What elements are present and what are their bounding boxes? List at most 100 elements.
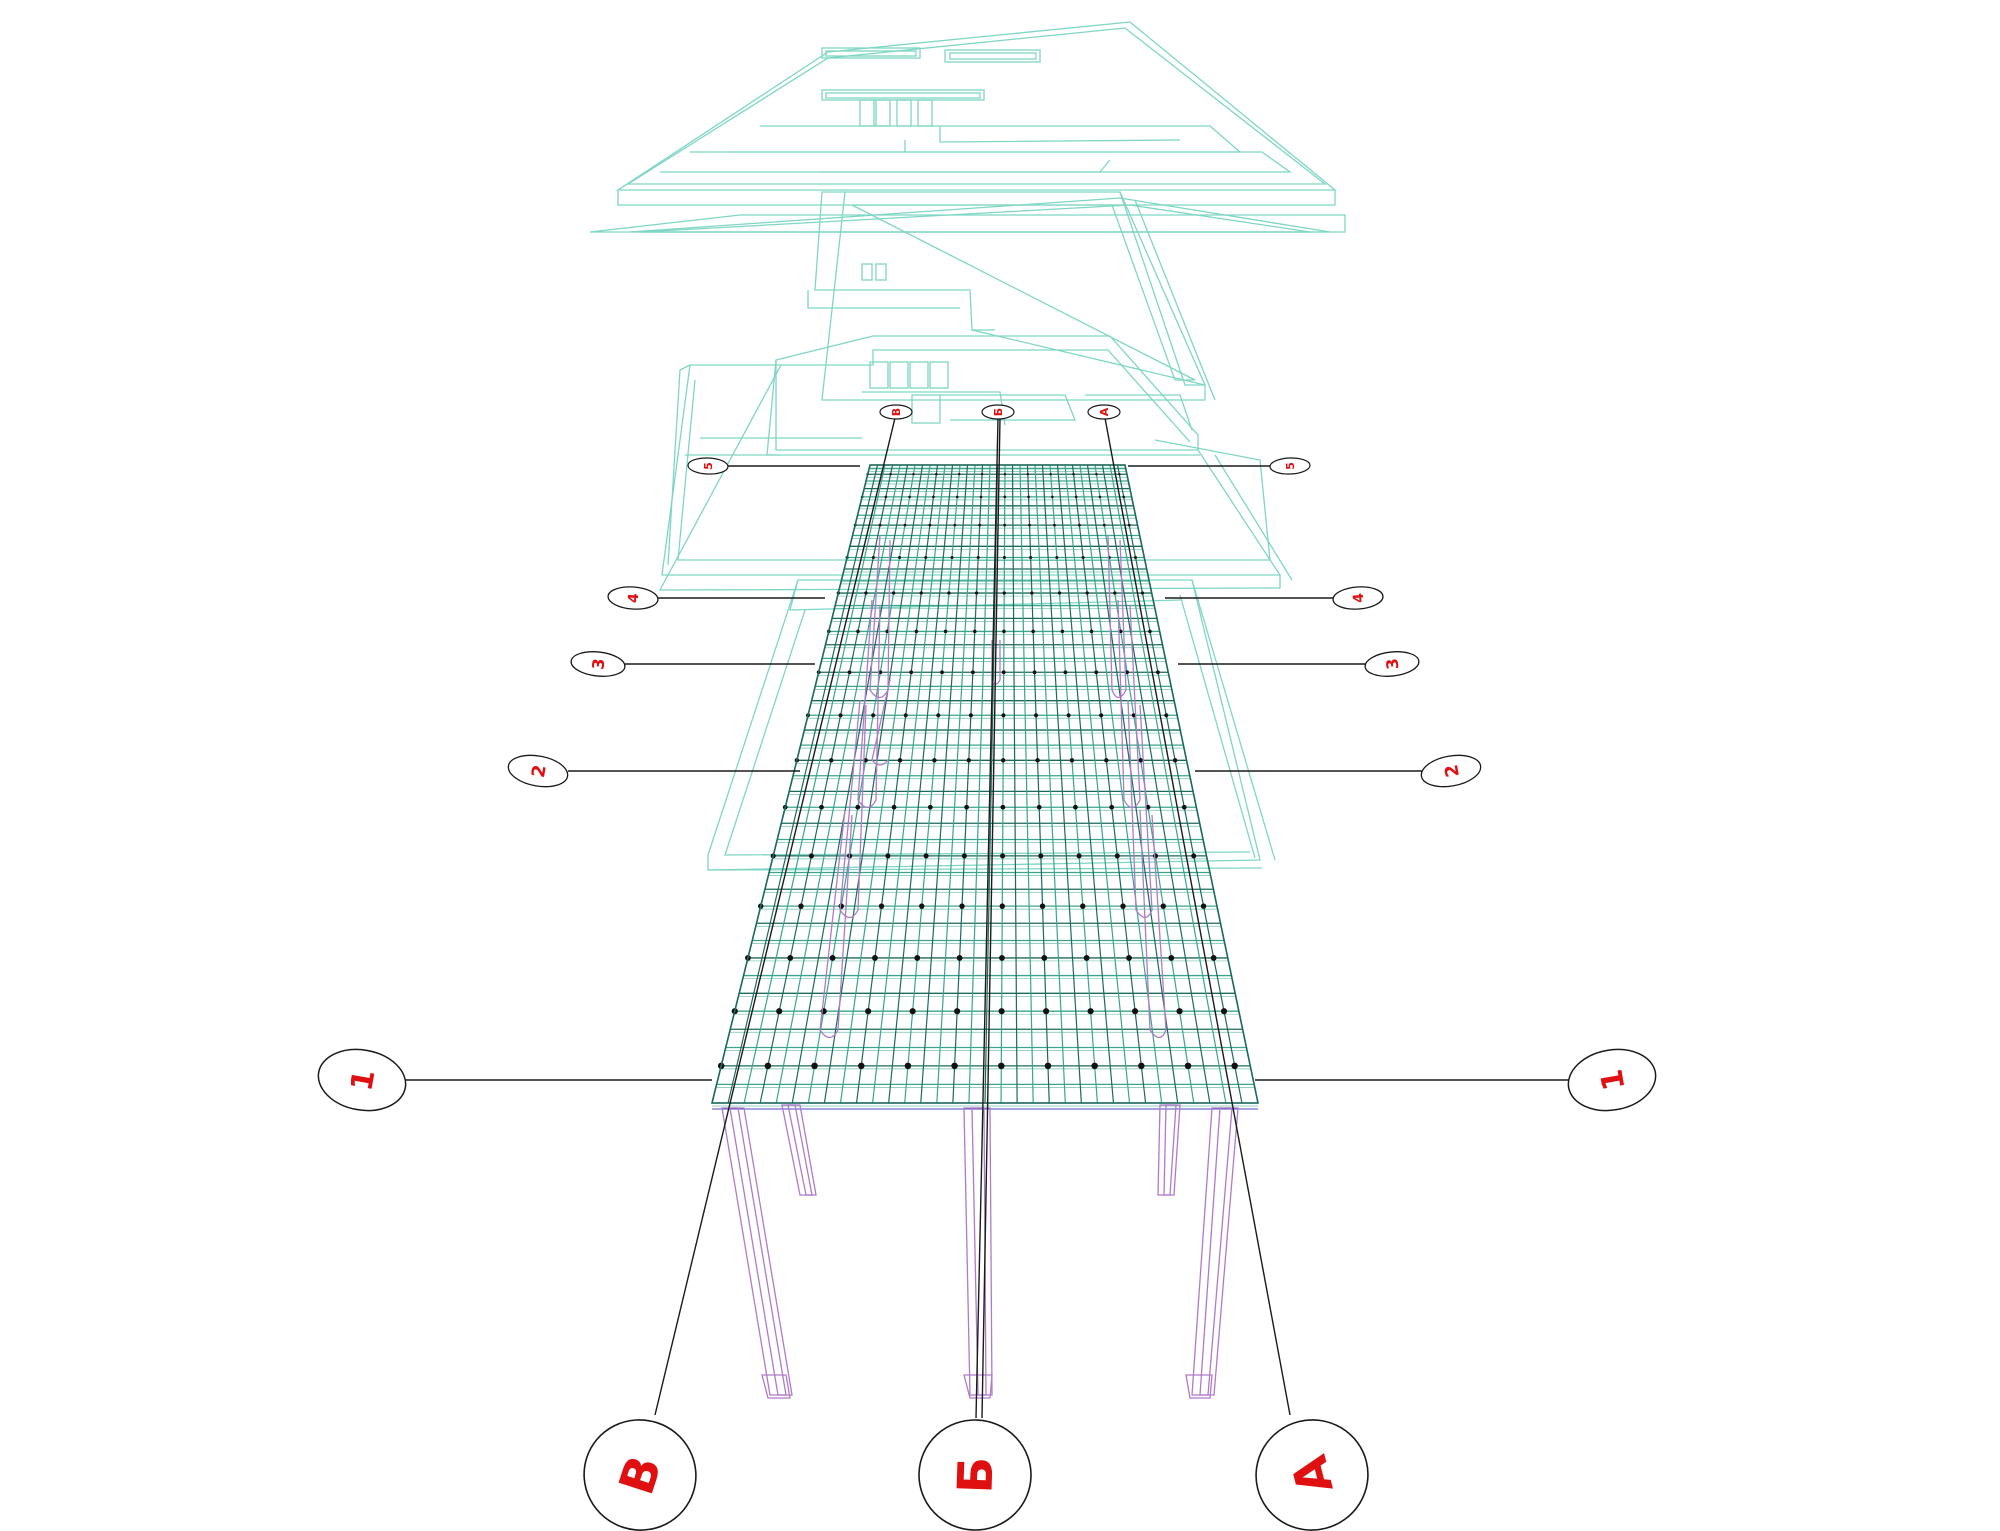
rebar-dot [808,853,814,859]
rebar-dot [935,473,938,476]
rebar-dot [1131,1008,1139,1015]
rebar-dot [1032,670,1037,675]
rebar-dot [1172,758,1178,763]
rebar-dot [959,903,965,909]
rebar-dot [968,713,973,718]
rebar-dot [1074,495,1078,499]
rebar-dot [1138,1062,1145,1070]
rebar-dot [1081,555,1085,559]
rebar-dot [1063,670,1068,675]
rebar-dot [878,903,885,909]
rebar-dot [872,955,878,961]
rebar-dot [903,523,907,527]
rebar-dot [1039,903,1046,909]
rebar-dot [1080,903,1086,909]
rebar-dot [878,670,883,675]
rebar-dot [898,555,902,559]
mesh-longitudinal-bar [1049,464,1099,1104]
rebar-dot [1029,555,1033,559]
rebar-dot [970,670,975,675]
rebar-dot [1168,955,1175,961]
rebar-dot [838,713,843,718]
rebar-dot [889,473,892,476]
roof-slab-outline [589,21,1346,233]
mesh-longitudinal-bar [1116,464,1243,1104]
mesh-longitudinal-bar [727,464,879,1104]
rebar-dot [998,1062,1005,1070]
rebar-dot [1184,1062,1192,1070]
pile-loops-left [819,534,891,1039]
mesh-longitudinal-bar [1101,464,1211,1104]
rebar-dot [919,591,923,595]
axis-marker-a-top: А [1087,404,1121,420]
rebar-dot [951,1062,958,1070]
rebar-dot [1000,804,1006,810]
rebar-dot [1069,758,1075,763]
rebar-dot [878,523,882,527]
rebar-dot [919,903,925,909]
rebar-dot [1038,853,1044,859]
mesh-longitudinal-bar [1086,464,1179,1104]
rebar-dot [1104,758,1109,763]
rebar-dot [932,495,935,499]
axis-label-3-right: 3 [1382,657,1402,670]
rebar-dot [1002,629,1006,634]
rebar-dot [909,1008,916,1015]
mesh-longitudinal-bar [839,464,931,1104]
rebar-dot [953,523,957,527]
rebar-dot [1098,495,1102,499]
mesh-longitudinal-bar [1026,464,1050,1104]
rebar-dot [955,495,959,499]
level-three-frame [766,335,1200,456]
rebar-dot [1114,853,1120,859]
rebar-dot [1091,1062,1098,1070]
rebar-dot [829,758,834,763]
rebar-dot [1148,629,1152,634]
rebar-dot [936,713,941,718]
rebar-dot [1140,591,1145,595]
rebar-dot [819,804,824,810]
rebar-dot [855,804,861,810]
rebar-dot [1085,591,1089,595]
rebar-dot [776,1008,783,1015]
mesh-longitudinal-bar [952,464,984,1104]
rebar-dot [885,853,891,859]
rebar-dot [973,629,977,634]
mesh-longitudinal-bar [743,464,886,1104]
axis-marker-b: Б [918,1419,1032,1531]
rebar-dot [1127,523,1131,527]
axis-marker-3-left: 3 [570,651,626,677]
axis-label-b-top: Б [992,408,1005,416]
rebar-dot [884,495,888,499]
rebar-dot [998,1008,1005,1015]
axis-leader-lines [404,417,1570,1419]
rebar-dot [1003,495,1007,499]
rebar-dot [1083,955,1090,961]
rebar-dot [1044,1062,1052,1070]
rebar-dot [871,555,875,559]
rebar-dot [1077,523,1081,527]
rebar-dot [829,955,836,961]
rebar-dot [1030,591,1034,595]
axis-label-b: Б [947,1456,1004,1495]
rebar-dot [864,591,868,595]
mesh-longitudinal-bar [807,464,916,1104]
rebar-dot [897,758,903,763]
rebar-dot [1134,555,1138,559]
rebar-dot [857,1062,865,1070]
rebar-dot [966,758,972,763]
rebar-dot [1028,523,1031,527]
rebar-dot [1072,473,1075,476]
rebar-dot [954,1008,961,1015]
rebar-dot [1055,555,1059,559]
rebar-dot [1002,555,1006,559]
axis-marker-5-right: 5 [1269,457,1311,475]
rebar-dot [1191,853,1197,859]
mesh-longitudinal-bar [775,464,901,1104]
rebar-dot [1176,1008,1183,1015]
mesh-longitudinal-bar [1000,464,1006,1104]
axis-label-3-left: 3 [588,658,608,671]
rebar-dot [1125,670,1129,675]
axis-label-4-right: 4 [1351,592,1368,603]
rebar-dot [1043,1008,1050,1015]
